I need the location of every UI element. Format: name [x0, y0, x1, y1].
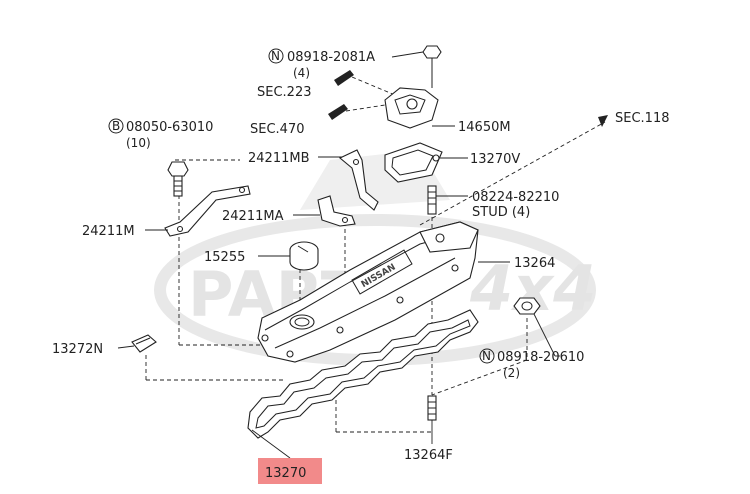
bolt-symbol: B [112, 119, 120, 133]
label-24211m: 24211M [82, 224, 135, 239]
label-08918-20610: 08918-20610 [497, 350, 584, 365]
label-13270v: 13270V [470, 152, 520, 167]
highlight-13270 [258, 458, 322, 484]
leader-lines [117, 51, 560, 459]
label-13270[interactable]: 13270 [265, 466, 306, 481]
bracket-24211m [164, 185, 251, 237]
sec223-arrow-icon [334, 70, 354, 86]
sec-arrows [328, 70, 396, 120]
stud-13264f [427, 395, 437, 421]
nut-top-symbol: N [271, 49, 280, 63]
label-sec223: SEC.223 [257, 85, 312, 100]
bracket-24211mb [338, 149, 379, 211]
label-13264: 13264 [514, 256, 555, 271]
label-sec118: SEC.118 [615, 111, 670, 126]
valve-cover-13264: NISSAN [257, 221, 479, 363]
label-nut-top-qty: (4) [293, 66, 310, 80]
labels: N 08918-2081A (4) SEC.223 SEC.470 SEC.11… [52, 48, 670, 484]
label-08918-2081a: 08918-2081A [287, 50, 375, 65]
stud-08224 [427, 185, 437, 215]
nut-bottom-symbol: N [482, 349, 491, 363]
gasket-13270 [247, 309, 479, 439]
nut-08918-20610 [513, 297, 541, 315]
pcv-valve-14650m [384, 87, 439, 129]
label-13272n: 13272N [52, 342, 103, 357]
label-14650m: 14650M [458, 120, 511, 135]
sec470-arrow-icon [328, 104, 348, 120]
oil-cap-15255 [289, 241, 319, 271]
label-stud-qty: STUD (4) [472, 205, 530, 220]
label-bolt-qty: (10) [126, 136, 151, 150]
label-08224-82210: 08224-82210 [472, 190, 559, 205]
label-08050-63010: 08050-63010 [126, 120, 213, 135]
top-nut [422, 45, 442, 88]
label-sec470: SEC.470 [250, 122, 305, 137]
label-24211ma: 24211MA [222, 209, 284, 224]
bracket-24211ma [317, 195, 356, 227]
label-13264f: 13264F [404, 448, 453, 463]
gasket-13270v [384, 142, 443, 183]
bolt-08050 [167, 161, 189, 197]
grommet-13272n [131, 334, 157, 353]
label-nut-bottom-qty: (2) [503, 366, 520, 380]
sec118-arrow-icon [598, 115, 608, 127]
label-15255: 15255 [204, 250, 245, 265]
label-24211mb: 24211MB [248, 151, 310, 166]
